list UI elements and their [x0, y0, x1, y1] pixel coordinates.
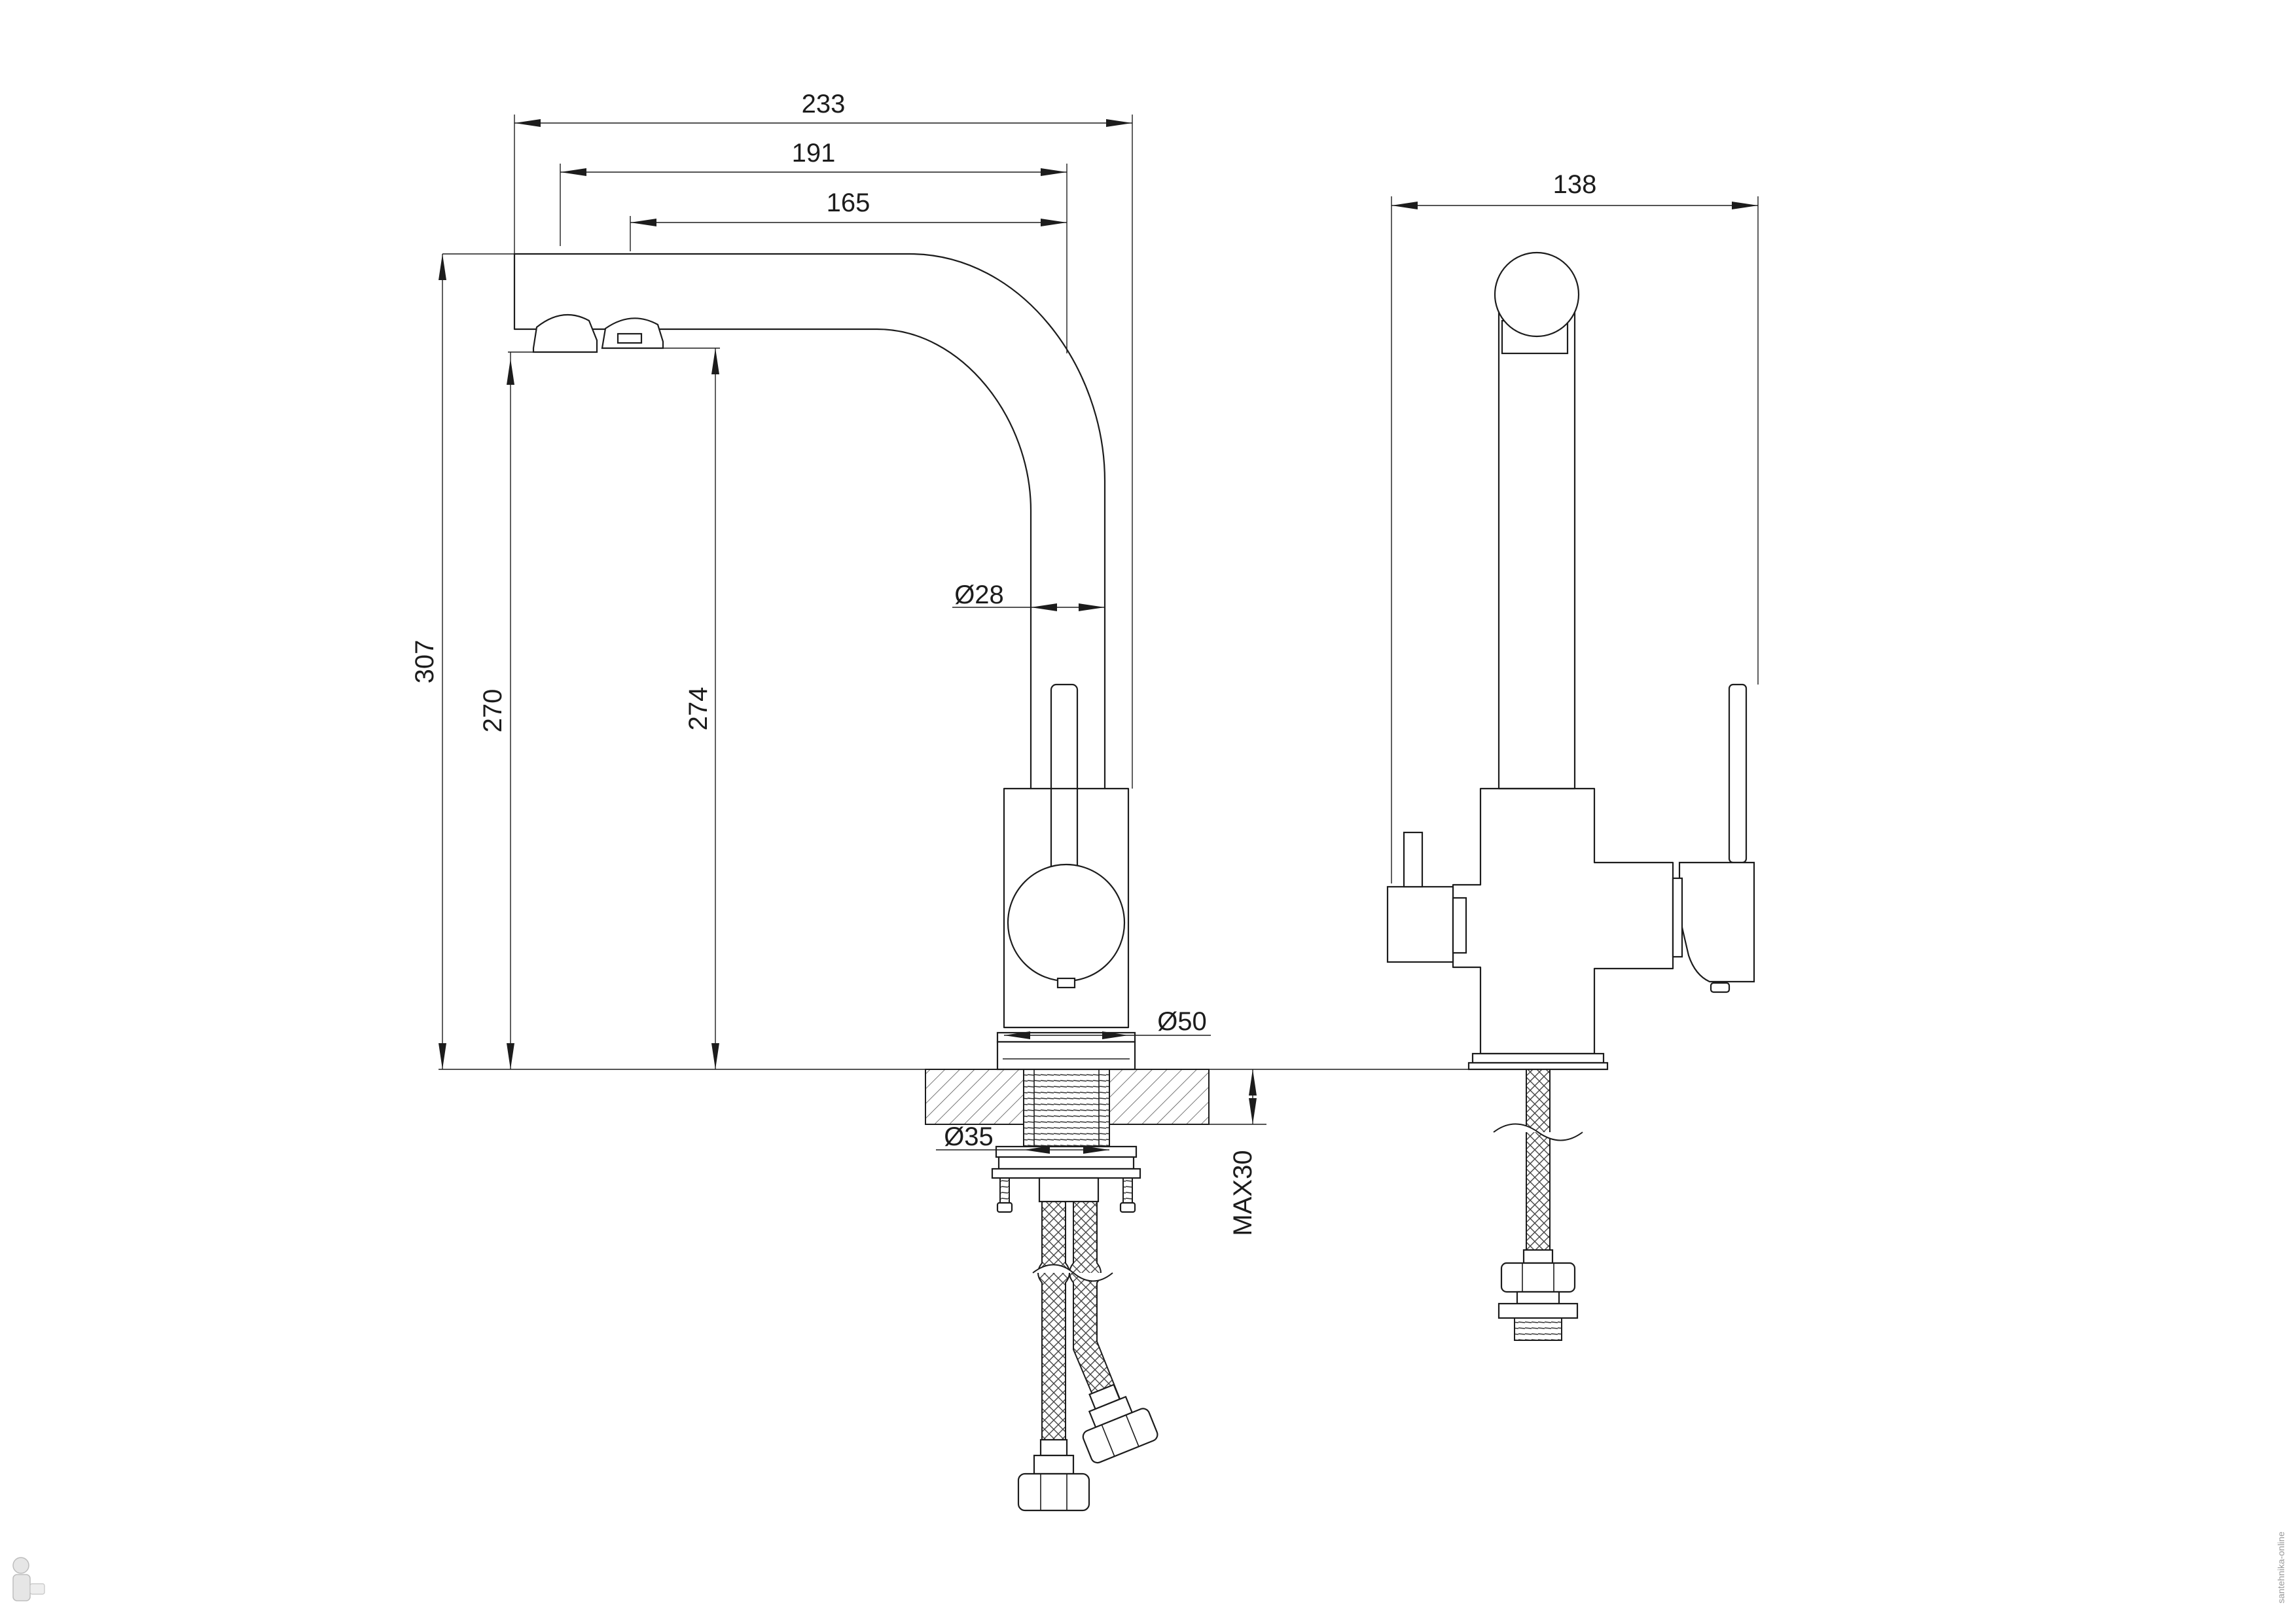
dim-outlet-height-filter: 274: [684, 687, 713, 731]
dim-overall-reach: 233: [802, 90, 846, 118]
base-plate: [996, 1041, 1136, 1071]
side-hose: [1526, 1069, 1551, 1260]
countertop-section-right: [1109, 1069, 1210, 1125]
dim-side-width: 138: [1553, 170, 1597, 199]
side-lever: [1728, 683, 1748, 864]
dim-aerator-reach: 191: [792, 139, 836, 168]
side-body: [1452, 787, 1674, 1055]
watermark-right: santehnika-online: [2276, 1531, 2286, 1603]
front-side-knob: [1007, 863, 1126, 982]
side-spout-column: [1498, 306, 1576, 790]
front-body: [1003, 787, 1130, 1029]
hose-left: [1037, 1201, 1070, 1454]
mounting-washer: [995, 1145, 1138, 1158]
dim-hole-diameter: Ø35: [944, 1122, 994, 1151]
dimension-labels: 233 191 165 138 307 270 274 Ø28 Ø50 Ø35 …: [410, 90, 1596, 1236]
dim-outlet-height-main: 270: [478, 689, 507, 733]
front-mounting: [439, 1069, 1479, 1512]
side-fitting-washer: [1498, 1302, 1579, 1319]
aerator-main: [532, 313, 598, 353]
dimension-lines: [439, 115, 1759, 1154]
filter-handle-collar: [1452, 897, 1467, 954]
dim-base-diameter: Ø50: [1157, 1007, 1207, 1036]
side-view-faucet: [1386, 251, 1755, 1341]
fitting-left-nut: [1033, 1454, 1075, 1475]
side-joystick-body: [1678, 861, 1755, 983]
filter-handle-body: [1386, 885, 1454, 963]
side-base-plate: [1467, 1061, 1609, 1071]
mounting-plate: [997, 1156, 1135, 1170]
dim-total-height: 307: [410, 640, 439, 684]
fitting-left-neck: [1039, 1438, 1068, 1457]
side-fitting-hex: [1500, 1262, 1576, 1293]
front-view-faucet: [513, 253, 1136, 1071]
hose-collar: [1038, 1177, 1100, 1203]
countertop-section-left: [925, 1069, 1024, 1125]
threaded-shank: [1023, 1069, 1110, 1147]
hose-break-mark: [1032, 1264, 1113, 1282]
side-hose-break-mark: [1493, 1123, 1583, 1141]
side-spout-top: [1494, 251, 1580, 338]
hose-right: [1069, 1201, 1122, 1410]
side-joystick-collar: [1672, 877, 1683, 958]
dim-spout-diameter: Ø28: [954, 580, 1004, 609]
filter-handle-lever: [1403, 831, 1424, 888]
mounting-bracket: [991, 1168, 1141, 1179]
side-base-ring: [1471, 1052, 1605, 1064]
spout-outline: [513, 253, 1106, 790]
side-fitting-thread: [1514, 1317, 1562, 1341]
fitting-left-hex: [1017, 1472, 1090, 1512]
front-knob-pin: [1056, 977, 1076, 989]
plumber-logo: [12, 1557, 45, 1601]
dim-filter-reach: 165: [827, 188, 870, 217]
spout-inner-outline: [513, 253, 1032, 790]
dim-max-counter-thickness: MAX30: [1229, 1150, 1257, 1236]
fitting-right-hex: [1082, 1408, 1158, 1464]
aerator-filter-slot: [617, 332, 643, 344]
